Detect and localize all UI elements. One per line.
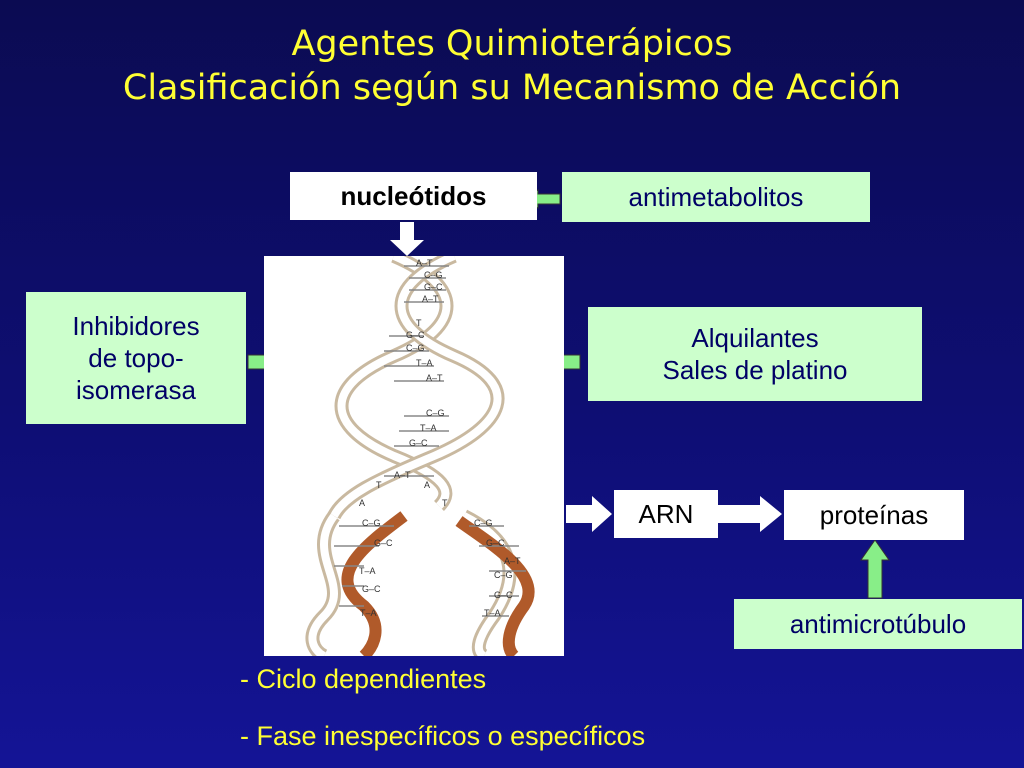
dna-base-label: G–C bbox=[486, 538, 505, 548]
dna-base-label: T bbox=[376, 480, 382, 490]
inhibidores-box: Inhibidores de topo- isomerasa bbox=[26, 292, 246, 424]
dna-base-label: G–C bbox=[362, 584, 381, 594]
dna-base-label: A–T bbox=[426, 373, 443, 383]
dna-base-label: G–C bbox=[424, 282, 443, 292]
proteinas-box: proteínas bbox=[784, 490, 964, 540]
proteinas-label: proteínas bbox=[819, 500, 929, 530]
inhibidores-line-1: Inhibidores bbox=[72, 311, 200, 341]
inhibidores-line-2: de topo- bbox=[88, 343, 184, 373]
dna-base-label: T–A bbox=[359, 566, 376, 576]
dna-base-label: A–T bbox=[422, 294, 439, 304]
dna-image: A–T C–G G–C A–T T G–C C–G T–A A–T C–G T–A G–C A–T T A A… bbox=[264, 256, 564, 656]
antimicrotubulo-label: antimicrotúbulo bbox=[789, 609, 967, 639]
arn-box: ARN bbox=[614, 490, 718, 538]
dna-helix-drawing: A–T C–G G–C A–T T G–C C–G T–A A–T C–G T–A G–C A–T T A A… bbox=[305, 256, 535, 656]
dna-base-label: T–A bbox=[360, 608, 377, 618]
dna-base-label: T bbox=[416, 318, 422, 328]
dna-base-label: T–A bbox=[484, 608, 501, 618]
dna-base-label: A–T bbox=[416, 258, 433, 268]
bullet-fase: - Fase inespecíficos o específicos bbox=[240, 721, 646, 751]
alquilantes-line-2: Sales de platino bbox=[662, 355, 848, 385]
antimicrotubulo-box: antimicrotúbulo bbox=[734, 599, 1022, 649]
antimetabolitos-box: antimetabolitos bbox=[562, 172, 870, 222]
dna-base-label: G–C bbox=[406, 330, 425, 340]
nucleotidos-label: nucleótidos bbox=[340, 181, 487, 211]
alquilantes-box: Alquilantes Sales de platino bbox=[588, 307, 922, 401]
antimetabolitos-label: antimetabolitos bbox=[628, 182, 804, 212]
nucleotidos-box: nucleótidos bbox=[290, 172, 537, 220]
inhibidores-line-3: isomerasa bbox=[76, 375, 196, 405]
alquilantes-line-1: Alquilantes bbox=[691, 323, 819, 353]
dna-base-label: T–A bbox=[420, 423, 437, 433]
dna-base-label: T–A bbox=[416, 358, 433, 368]
dna-base-label: C–G bbox=[494, 570, 513, 580]
dna-base-label: A–T bbox=[504, 556, 521, 566]
title-line-2: Clasificación según su Mecanismo de Acci… bbox=[122, 68, 902, 108]
dna-base-label: C–G bbox=[424, 270, 443, 280]
dna-base-label: T bbox=[442, 498, 448, 508]
dna-base-label: C–G bbox=[406, 343, 425, 353]
dna-base-label: C–G bbox=[426, 408, 445, 418]
arrow-nucleotidos-down bbox=[390, 222, 424, 256]
arrow-antimicrotubulo bbox=[860, 539, 890, 599]
arn-label: ARN bbox=[638, 499, 694, 529]
arrow-dna-arn bbox=[566, 496, 612, 532]
dna-base-label: A bbox=[359, 498, 365, 508]
dna-base-label: C–G bbox=[474, 518, 493, 528]
dna-base-label: A–T bbox=[394, 470, 411, 480]
dna-base-label: G–C bbox=[494, 590, 513, 600]
title-line-1: Agentes Quimioterápicos bbox=[291, 24, 733, 64]
arrow-arn-proteinas bbox=[718, 496, 782, 532]
dna-base-label: G–C bbox=[409, 438, 428, 448]
bullet-ciclo: - Ciclo dependientes bbox=[240, 664, 487, 694]
dna-base-label: G–C bbox=[374, 538, 393, 548]
dna-base-label: A bbox=[424, 480, 430, 490]
slide-title: Agentes Quimioterápicos Clasificación se… bbox=[0, 22, 1024, 110]
dna-base-label: C–G bbox=[362, 518, 381, 528]
